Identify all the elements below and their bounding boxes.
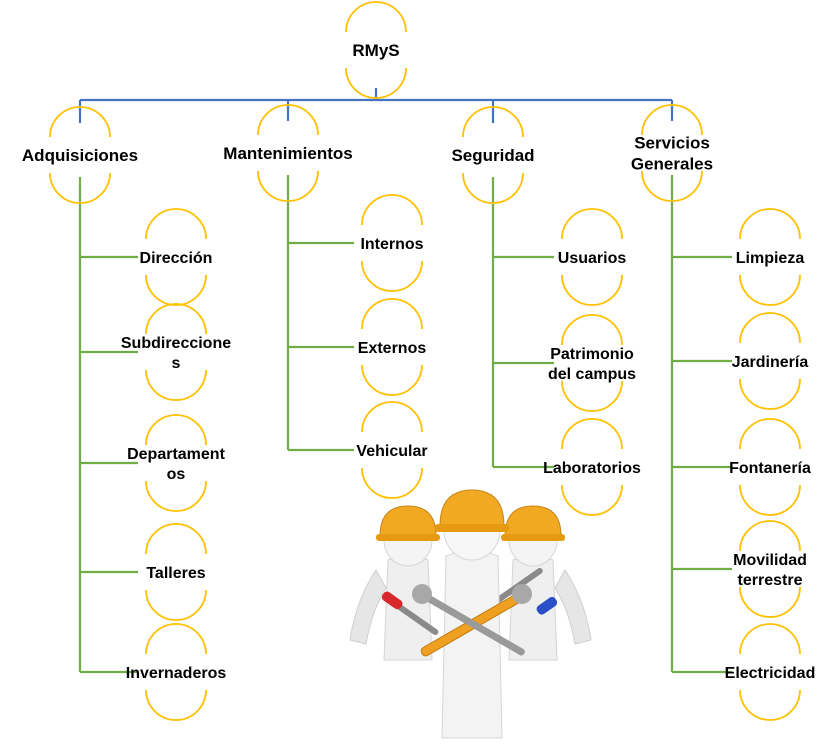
node-top-arc xyxy=(561,314,623,346)
child-node: Internos xyxy=(360,194,424,292)
node-label-line: Talleres xyxy=(146,565,205,582)
node-bottom-arc xyxy=(145,689,207,721)
node-bottom-arc xyxy=(739,586,801,618)
node-top-arc xyxy=(361,194,423,226)
node-bottom-arc xyxy=(345,67,407,99)
node-bottom-arc xyxy=(462,172,524,204)
node-bottom-arc xyxy=(739,484,801,516)
node-top-arc xyxy=(145,303,207,335)
node-label-line: Movilidad xyxy=(733,552,807,569)
node-label-line: del campus xyxy=(548,366,636,383)
node-top-arc xyxy=(739,312,801,344)
node-top-arc xyxy=(561,208,623,240)
node-top-arc xyxy=(641,104,703,136)
node-label-line: Laboratorios xyxy=(543,460,641,477)
child-node: Invernaderos xyxy=(126,623,227,721)
root-node: RMyS xyxy=(345,1,407,99)
node-bottom-arc xyxy=(361,364,423,396)
node-top-arc xyxy=(462,106,524,138)
department-node-1: Mantenimientos xyxy=(223,104,353,202)
node-bottom-arc xyxy=(739,378,801,410)
node-bottom-arc xyxy=(49,172,111,204)
department-node-0: Adquisiciones xyxy=(22,106,138,204)
child-node: Laboratorios xyxy=(543,418,641,516)
node-label-line: Generales xyxy=(631,155,713,174)
node-bottom-arc xyxy=(145,480,207,512)
node-top-arc xyxy=(739,418,801,450)
node-label-line: Usuarios xyxy=(558,250,627,267)
node-bottom-arc xyxy=(145,589,207,621)
node-bottom-arc xyxy=(561,380,623,412)
node-bottom-arc xyxy=(561,484,623,516)
node-label-line: Externos xyxy=(358,340,427,357)
node-label-line: os xyxy=(167,466,186,483)
node-top-arc xyxy=(361,298,423,330)
connector-lines xyxy=(78,88,732,674)
node-bottom-arc xyxy=(257,170,319,202)
child-node: Talleres xyxy=(145,523,207,621)
node-bottom-arc xyxy=(361,260,423,292)
node-label-line: Invernaderos xyxy=(126,665,227,682)
node-label-line: Departament xyxy=(127,446,225,463)
child-node: Departament os xyxy=(127,414,226,512)
node-label-line: Limpieza xyxy=(736,250,805,267)
child-node: Fontanería xyxy=(729,418,811,516)
child-node: Externos xyxy=(358,298,427,396)
node-bottom-arc xyxy=(145,369,207,401)
node-top-arc xyxy=(361,401,423,433)
node-top-arc xyxy=(145,208,207,240)
node-top-arc xyxy=(739,623,801,655)
node-bottom-arc xyxy=(641,170,703,202)
node-label-line: Adquisiciones xyxy=(22,146,138,165)
child-node: Subdireccione s xyxy=(121,303,231,401)
node-label-line: Seguridad xyxy=(451,146,534,165)
node-label-line: Vehicular xyxy=(356,443,427,460)
node-label-line: Fontanería xyxy=(729,460,811,477)
construction-workers-with-tools-icon xyxy=(349,489,592,739)
child-node: Vehicular xyxy=(356,401,428,499)
node-label-line: Internos xyxy=(360,236,423,253)
node-top-arc xyxy=(561,418,623,450)
root-label: RMyS xyxy=(352,41,399,60)
node-top-arc xyxy=(145,523,207,555)
node-label-line: Jardinería xyxy=(732,354,809,371)
node-top-arc xyxy=(345,1,407,33)
node-label-line: terrestre xyxy=(738,572,803,589)
child-node: Electricidad xyxy=(725,623,816,721)
node-bottom-arc xyxy=(561,274,623,306)
child-node: Movilidad terrestre xyxy=(733,520,807,618)
node-top-arc xyxy=(145,414,207,446)
node-bottom-arc xyxy=(739,274,801,306)
child-node: Jardinería xyxy=(732,312,809,410)
node-top-arc xyxy=(257,104,319,136)
department-node-2: Seguridad xyxy=(451,106,535,204)
node-top-arc xyxy=(739,208,801,240)
node-label-line: Servicios xyxy=(634,134,710,153)
node-label-line: Subdireccione xyxy=(121,335,231,352)
node-label-line: Patrimonio xyxy=(550,346,634,363)
node-label-line: Mantenimientos xyxy=(223,144,352,163)
node-bottom-arc xyxy=(739,689,801,721)
node-top-arc xyxy=(145,623,207,655)
node-bottom-arc xyxy=(145,274,207,306)
node-top-arc xyxy=(739,520,801,552)
child-node: Patrimonio del campus xyxy=(548,314,636,412)
child-node: Dirección xyxy=(140,208,213,306)
node-label-line: Electricidad xyxy=(725,665,816,682)
node-label-line: Dirección xyxy=(140,250,213,267)
node-label-line: s xyxy=(172,355,181,372)
child-node: Limpieza xyxy=(736,208,805,306)
node-bottom-arc xyxy=(361,467,423,499)
node-top-arc xyxy=(49,106,111,138)
child-node: Usuarios xyxy=(558,208,627,306)
